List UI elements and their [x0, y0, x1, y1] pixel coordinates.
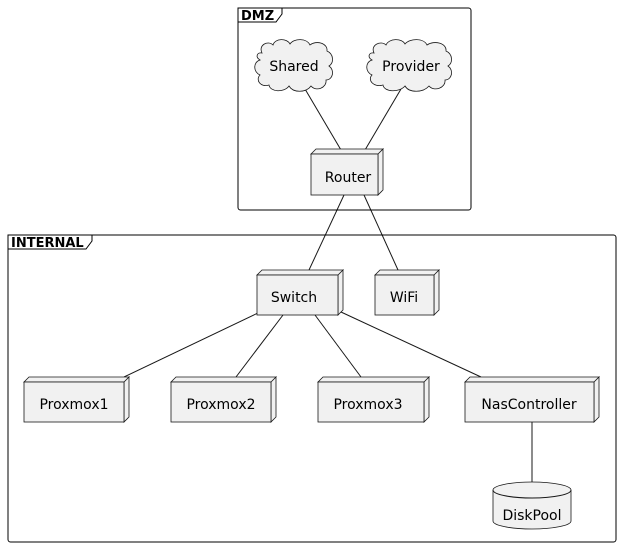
db-diskpool-label: DiskPool: [502, 508, 561, 524]
node-wifi: WiFi: [374, 269, 440, 316]
db-diskpool: DiskPool: [492, 481, 572, 530]
edge-switch-nascontroller: [340, 311, 482, 378]
cloud-shared-label: Shared: [269, 59, 318, 75]
edge-router-switch: [308, 194, 345, 271]
cloud-shared: Shared: [254, 39, 333, 92]
edge-switch-proxmox2: [235, 314, 284, 378]
zone-dmz-label: DMZ: [241, 9, 274, 24]
node-proxmox2-label: Proxmox2: [186, 397, 255, 413]
edge-switch-proxmox3: [314, 314, 362, 378]
zone-internal-label: INTERNAL: [11, 236, 84, 251]
edge-router-wifi: [363, 194, 399, 271]
node-wifi-label: WiFi: [390, 290, 418, 306]
node-proxmox2: Proxmox2: [170, 376, 277, 423]
node-router: Router: [310, 148, 384, 196]
node-router-label: Router: [325, 170, 372, 186]
zone-internal-frame: [7, 234, 617, 543]
edges: [123, 88, 533, 482]
cloud-provider-shape: [366, 39, 452, 92]
node-nascontroller: NasController: [464, 376, 600, 423]
node-proxmox1-label: Proxmox1: [39, 397, 108, 413]
zone-internal: INTERNAL: [7, 234, 617, 543]
db-diskpool-body: [492, 481, 572, 530]
zone-internal-tab: [7, 234, 93, 250]
node-nascontroller-label: NasController: [481, 397, 576, 413]
cloud-provider: Provider: [366, 39, 452, 92]
edge-shared-router: [304, 88, 342, 151]
node-proxmox1: Proxmox1: [23, 376, 130, 423]
node-proxmox3-label: Proxmox3: [333, 397, 402, 413]
edge-provider-router: [364, 88, 402, 151]
zone-dmz-frame: [237, 7, 472, 211]
zone-dmz-tab: [237, 7, 283, 23]
cloud-provider-label: Provider: [382, 59, 440, 75]
node-switch-label: Switch: [271, 290, 317, 306]
edge-switch-proxmox1: [123, 311, 261, 378]
zone-dmz: DMZ: [237, 7, 472, 211]
cloud-shared-shape: [254, 39, 333, 92]
node-proxmox3: Proxmox3: [317, 376, 430, 423]
node-switch: Switch: [256, 269, 344, 316]
